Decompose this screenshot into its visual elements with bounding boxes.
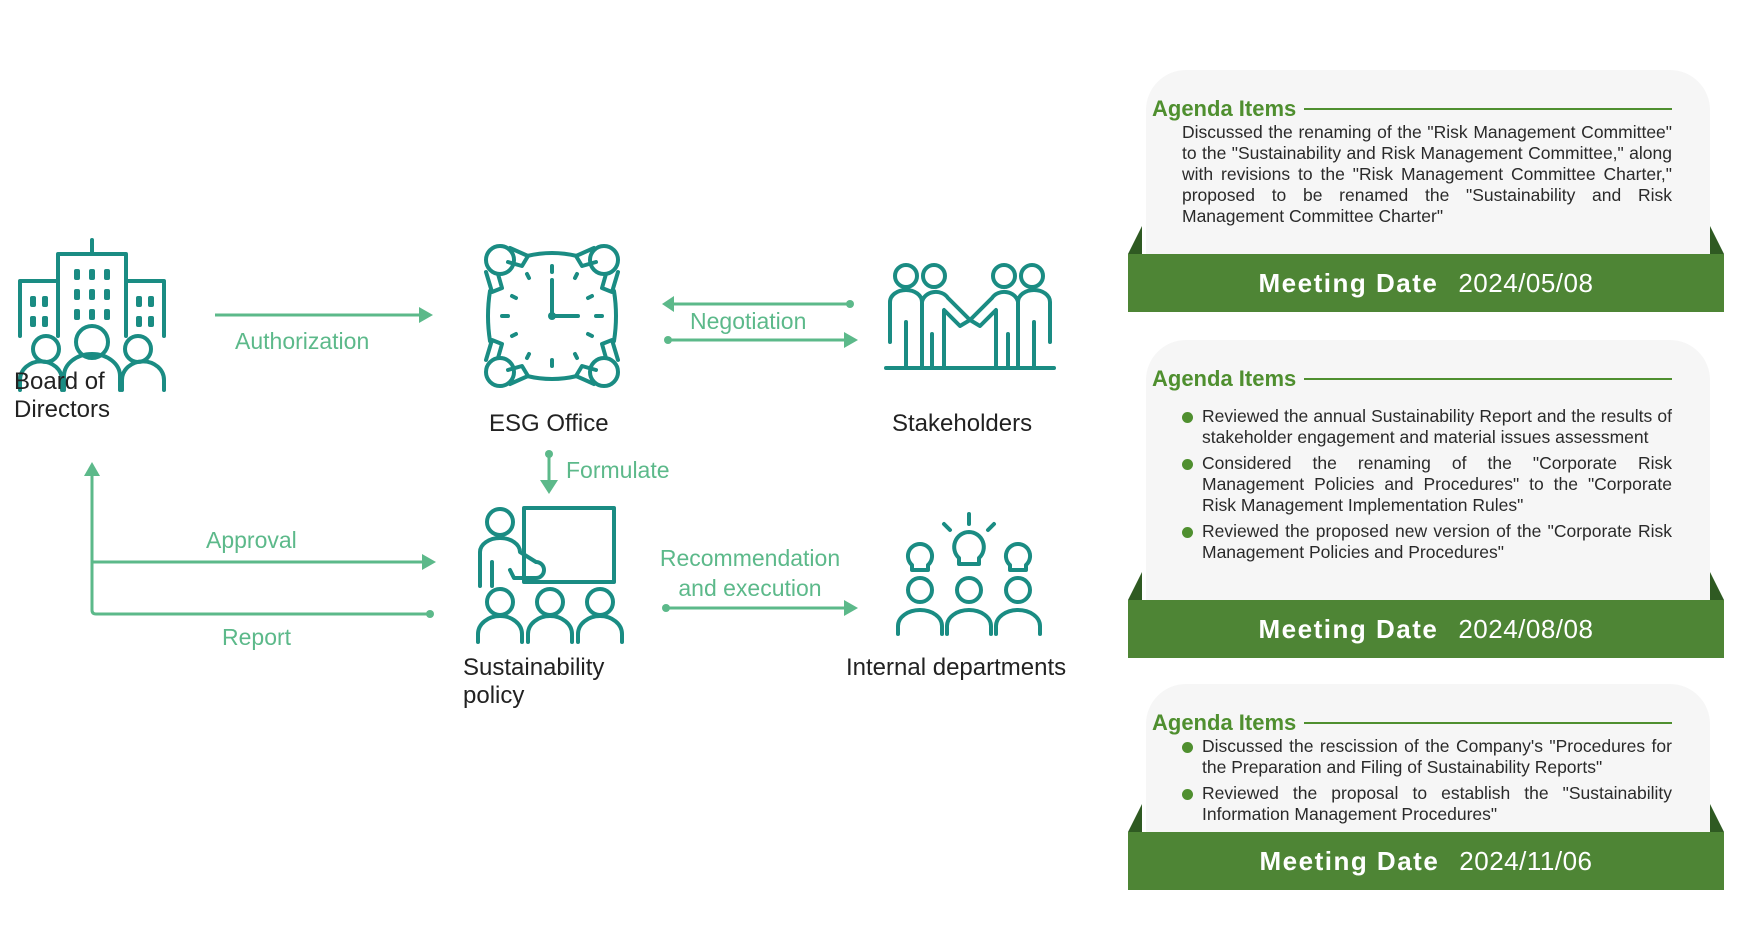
band-fold-right: [1710, 226, 1724, 254]
card-body: [1146, 684, 1710, 834]
office-buildings-with-people-icon: [18, 238, 166, 392]
policy-label-line2: policy: [463, 682, 525, 709]
agenda-item: Considered the renaming of the "Corporat…: [1182, 453, 1672, 516]
card-header: Agenda Items: [1152, 366, 1672, 392]
recommendation-line2: and execution: [678, 575, 822, 601]
board-label-line2: Directors: [14, 396, 111, 423]
band-fold-right: [1710, 804, 1724, 832]
title-divider: [1304, 108, 1672, 110]
esg-office-label: ESG Office: [489, 410, 609, 437]
people-lightbulb-ideas-icon: [896, 512, 1042, 636]
sustainability-policy-label: Sustainability policy: [463, 654, 604, 710]
meeting-date-band: Meeting Date 2024/05/08: [1128, 254, 1724, 312]
handshake-group-icon: [884, 263, 1056, 370]
meeting-card-2: Agenda Items Reviewed the annual Sustain…: [1128, 340, 1724, 658]
card-header: Agenda Items: [1152, 96, 1672, 122]
band-fold-left: [1128, 226, 1142, 254]
title-divider: [1304, 722, 1672, 724]
approval-report-connector: [84, 462, 436, 618]
negotiation-label: Negotiation: [690, 308, 807, 334]
agenda-items-title: Agenda Items: [1152, 366, 1297, 391]
agenda-item: Reviewed the proposal to establish the "…: [1182, 783, 1672, 825]
board-label-line1: Board of: [14, 368, 105, 395]
agenda-list: Reviewed the annual Sustainability Repor…: [1182, 406, 1672, 568]
card-body: [1146, 340, 1710, 602]
approval-label: Approval: [206, 527, 297, 553]
meeting-date-band: Meeting Date 2024/08/08: [1128, 600, 1724, 658]
recommendation-line1: Recommendation: [659, 545, 841, 571]
meeting-card-1: Agenda Items Discussed the renaming of t…: [1128, 70, 1724, 312]
title-divider: [1304, 378, 1672, 380]
card-body: [1146, 70, 1710, 264]
meeting-date-label: Meeting Date: [1258, 613, 1439, 644]
formulate-label: Formulate: [566, 457, 670, 483]
authorization-arrow: [215, 307, 433, 323]
agenda-list: Discussed the rescission of the Company'…: [1182, 736, 1672, 830]
meeting-card-3: Agenda Items Discussed the rescission of…: [1128, 684, 1724, 890]
presenter-whiteboard-icon: [476, 506, 624, 644]
meeting-date-value: 2024/05/08: [1458, 267, 1594, 298]
meeting-date-label: Meeting Date: [1259, 845, 1440, 876]
meeting-date-value: 2024/11/06: [1459, 845, 1593, 876]
agenda-item: Discussed the rescission of the Company'…: [1182, 736, 1672, 778]
formulate-arrow: [540, 450, 558, 494]
agenda-item: Reviewed the proposed new version of the…: [1182, 521, 1672, 563]
negotiation-arrows: [662, 296, 858, 348]
meeting-date-label: Meeting Date: [1258, 267, 1439, 298]
meeting-date-value: 2024/08/08: [1458, 613, 1594, 644]
meeting-table-clock-icon: [484, 244, 620, 388]
agenda-items-title: Agenda Items: [1152, 96, 1297, 121]
recommendation-label: Recommendation and execution: [640, 543, 860, 603]
report-label: Report: [222, 624, 292, 650]
stakeholders-label: Stakeholders: [892, 410, 1033, 437]
authorization-label: Authorization: [235, 328, 370, 354]
agenda-item: Reviewed the annual Sustainability Repor…: [1182, 406, 1672, 448]
band-fold-left: [1128, 572, 1142, 600]
agenda-items-title: Agenda Items: [1152, 710, 1297, 735]
band-fold-right: [1710, 572, 1724, 600]
meeting-date-band: Meeting Date 2024/11/06: [1128, 832, 1724, 890]
card-header: Agenda Items: [1152, 710, 1672, 736]
internal-departments-label: Internal departments: [846, 654, 1067, 681]
policy-label-line1: Sustainability: [463, 654, 605, 681]
agenda-text: Discussed the renaming of the "Risk Mana…: [1182, 122, 1672, 226]
board-of-directors-label: Board of Directors: [14, 368, 110, 424]
band-fold-left: [1128, 804, 1142, 832]
recommendation-arrow: [662, 600, 858, 616]
